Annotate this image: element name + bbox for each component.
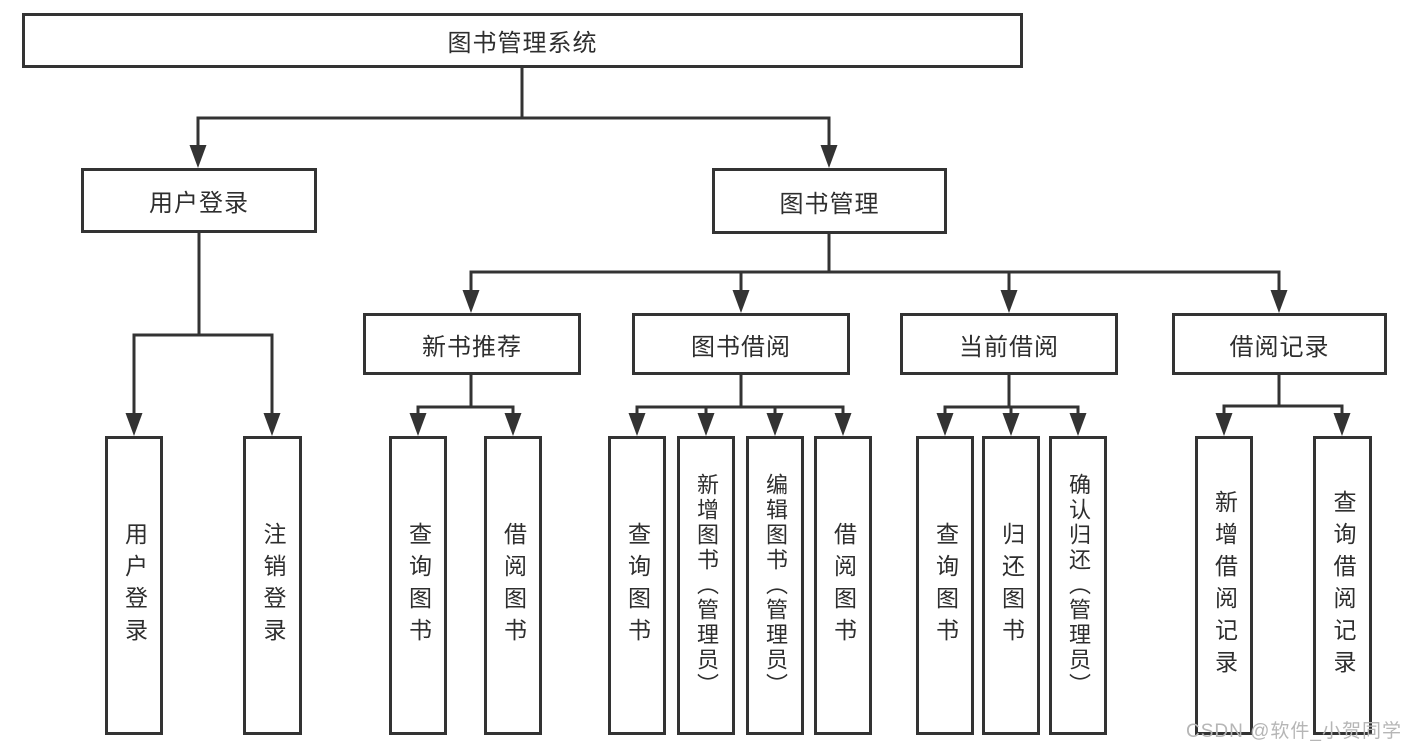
- node-leaf-query-book-recommend: 查询图书: [389, 436, 447, 735]
- node-label: 当前借阅: [959, 333, 1059, 361]
- node-label: 新增借阅记录: [1211, 489, 1238, 682]
- node-leaf-borrow-book-recommend: 借阅图书: [484, 436, 542, 735]
- node-user-login-branch: 用户登录: [81, 168, 317, 233]
- node-label: 借阅图书: [830, 521, 857, 650]
- node-borrow-records: 借阅记录: [1172, 313, 1387, 375]
- node-book-management-branch: 图书管理: [712, 168, 947, 234]
- node-leaf-logout: 注销登录: [243, 436, 302, 735]
- node-label: 查询图书: [405, 521, 432, 650]
- node-label: 图书管理系统: [447, 30, 598, 57]
- node-label: 新增图书（管理员）: [694, 473, 719, 698]
- node-leaf-borrow-book-borrow: 借阅图书: [814, 436, 872, 735]
- node-label: 图书借阅: [691, 333, 791, 361]
- node-leaf-query-borrow-record: 查询借阅记录: [1313, 436, 1372, 735]
- node-label: 新书推荐: [422, 333, 522, 361]
- arrowhead-icon: [936, 413, 954, 436]
- node-new-book-recommend: 新书推荐: [363, 313, 581, 375]
- node-leaf-add-book-admin: 新增图书（管理员）: [677, 436, 735, 735]
- node-label: 借阅图书: [500, 521, 527, 650]
- arrowhead-icon: [834, 413, 852, 436]
- node-label: 注销登录: [260, 521, 286, 650]
- arrowhead-icon: [766, 413, 784, 436]
- node-book-borrow: 图书借阅: [632, 313, 850, 375]
- node-leaf-return-book: 归还图书: [982, 436, 1040, 735]
- node-leaf-query-book-current: 查询图书: [916, 436, 974, 735]
- arrowhead-icon: [732, 290, 750, 313]
- node-label: 编辑图书（管理员）: [763, 473, 788, 698]
- arrowhead-icon: [1069, 413, 1087, 436]
- node-label: 查询图书: [932, 521, 959, 650]
- arrowhead-icon: [1333, 413, 1351, 436]
- arrowhead-icon: [697, 413, 715, 436]
- node-leaf-user-login: 用户登录: [105, 436, 163, 735]
- arrowhead-icon: [1270, 290, 1288, 313]
- arrowhead-icon: [462, 290, 480, 313]
- node-label: 用户登录: [149, 190, 249, 217]
- arrowhead-icon: [125, 413, 143, 436]
- node-label: 图书管理: [779, 190, 880, 218]
- node-library-management-system: 图书管理系统: [22, 13, 1023, 68]
- arrowhead-icon: [409, 413, 427, 436]
- node-leaf-confirm-return-admin: 确认归还（管理员）: [1049, 436, 1107, 735]
- arrowhead-icon: [504, 413, 522, 436]
- node-label: 查询借阅记录: [1330, 489, 1356, 682]
- csdn-watermark: CSDN @软件_小贺同学: [1186, 721, 1402, 742]
- node-label: 用户登录: [121, 521, 148, 650]
- arrowhead-icon: [1000, 290, 1018, 313]
- node-label: 借阅记录: [1229, 333, 1330, 361]
- node-current-borrow: 当前借阅: [900, 313, 1118, 375]
- node-leaf-edit-book-admin: 编辑图书（管理员）: [746, 436, 804, 735]
- node-leaf-add-borrow-record: 新增借阅记录: [1195, 436, 1253, 735]
- node-label: 确认归还（管理员）: [1066, 473, 1091, 698]
- arrowhead-icon: [820, 145, 838, 168]
- node-label: 归还图书: [998, 521, 1025, 650]
- arrowhead-icon: [1002, 413, 1020, 436]
- arrowhead-icon: [189, 145, 207, 168]
- node-label: 查询图书: [624, 521, 651, 650]
- node-leaf-query-book-borrow: 查询图书: [608, 436, 666, 735]
- arrowhead-icon: [1215, 413, 1233, 436]
- arrowhead-icon: [628, 413, 646, 436]
- arrowhead-icon: [263, 413, 281, 436]
